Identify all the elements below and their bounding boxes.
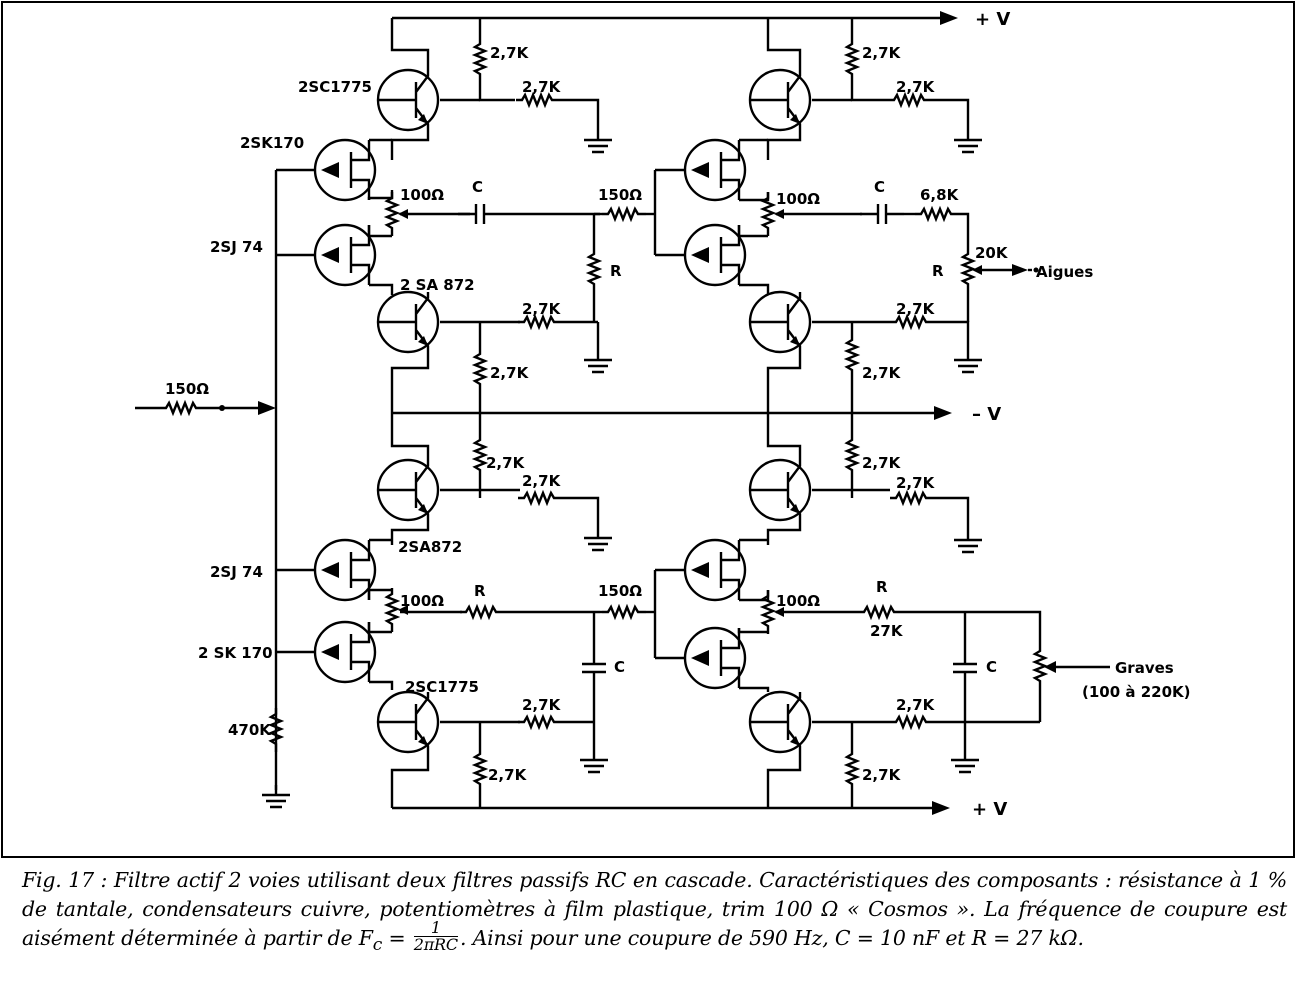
svg-text:27K: 27K [870,622,904,640]
svg-text:2,7K: 2,7K [488,766,528,784]
rail-top: + V [392,9,1010,30]
svg-text:R: R [876,578,888,596]
svg-text:2 SA 872: 2 SA 872 [400,276,475,294]
svg-text:2,7K: 2,7K [896,696,936,714]
transistor-q8b [748,690,812,754]
svg-text:R: R [932,262,944,280]
svg-text:100Ω: 100Ω [400,186,444,204]
svg-text:100Ω: 100Ω [400,592,444,610]
svg-text:2 SK 170: 2 SK 170 [198,644,273,662]
svg-text:2,7K: 2,7K [896,474,936,492]
svg-text:2,7K: 2,7K [896,300,936,318]
svg-text:2,7K: 2,7K [862,364,902,382]
transistor-q2: 2SK170 [240,134,377,202]
svg-text:Aigues: Aigues [1036,263,1093,281]
svg-text:2,7K: 2,7K [522,696,562,714]
svg-text:150Ω: 150Ω [165,380,209,398]
svg-text:2SA872: 2SA872 [398,538,462,556]
transistor-q6b [683,538,747,602]
transistor-q6: 2SJ 74 [210,538,377,602]
svg-text:2,7K: 2,7K [862,44,902,62]
svg-text:2,7K: 2,7K [522,300,562,318]
fraction-denominator: 2πRC [413,935,458,954]
frame-border [1,1,1295,858]
transistor-q3b [683,223,747,287]
svg-text:2SJ 74: 2SJ 74 [210,563,263,581]
transistor-q5: 2SA872 [376,458,462,556]
svg-text:470K: 470K [228,721,272,739]
transistor-q4b [748,290,812,354]
svg-text:100Ω: 100Ω [776,190,820,208]
svg-text:2SK170: 2SK170 [240,134,304,152]
transistor-q3: 2SJ 74 [210,223,377,287]
svg-text:(100 à 220K): (100 à 220K) [1082,683,1191,701]
transistor-q1: 2SC1775 [298,68,440,132]
svg-text:R: R [474,582,486,600]
transistor-q8: 2SC1775 [376,678,479,754]
stage-top-right: 2,7K 2,7K 100Ω 2,7K 2,7K C 6,8K [653,18,1093,413]
transistor-q2b [683,138,747,202]
transistor-q5b [748,458,812,522]
stage-bottom-right: 2,7K 2,7K 100Ω R 27K C Graves (100 à 220… [653,413,1191,808]
svg-text:2SC1775: 2SC1775 [298,78,372,96]
transistor-q7: 2 SK 170 [198,620,377,684]
transistor-q7b [683,626,747,690]
rail-bottom: + V [392,799,1007,820]
caption-equals: = [382,926,412,950]
transistor-q1b [748,68,812,132]
svg-text:2,7K: 2,7K [490,364,530,382]
svg-text:2,7K: 2,7K [862,454,902,472]
svg-text:C: C [614,658,625,676]
svg-text:150Ω: 150Ω [598,186,642,204]
caption-fc-subscript: c [372,935,383,956]
svg-text:150Ω: 150Ω [598,582,642,600]
svg-text:C: C [986,658,997,676]
svg-text:6,8K: 6,8K [920,186,960,204]
svg-text:2,7K: 2,7K [486,454,526,472]
stage-top-left: 2SC1775 2,7K 2,7K 2SK170 100Ω 2SJ 74 [210,18,655,413]
svg-text:100Ω: 100Ω [776,592,820,610]
svg-text:2,7K: 2,7K [522,472,562,490]
input-section: 150Ω 470K [135,168,315,809]
figure-caption: Fig. 17 : Filtre actif 2 voies utilisant… [22,866,1287,960]
caption-text-1: Fig. 17 : Filtre actif 2 voies utilisant… [22,868,1287,950]
svg-text:+ V: + V [972,799,1007,820]
svg-text:R: R [610,262,622,280]
transistor-q4: 2 SA 872 [376,276,475,354]
rail-mid: – V [392,404,1001,425]
svg-text:– V: – V [972,404,1001,425]
svg-text:20K: 20K [975,244,1009,262]
fraction-numerator: 1 [413,920,458,937]
stage-bottom-left: 2SA872 2,7K 2,7K 2SJ 74 100Ω R C 150Ω [198,413,655,808]
svg-text:2,7K: 2,7K [522,78,562,96]
svg-text:2SC1775: 2SC1775 [405,678,479,696]
svg-text:Graves: Graves [1115,659,1174,677]
svg-text:2SJ 74: 2SJ 74 [210,238,263,256]
svg-text:C: C [874,178,885,196]
svg-text:2,7K: 2,7K [862,766,902,784]
svg-text:2,7K: 2,7K [896,78,936,96]
svg-text:+ V: + V [975,9,1010,30]
svg-text:C: C [472,178,483,196]
svg-text:2,7K: 2,7K [490,44,530,62]
caption-text-2: . Ainsi pour une coupure de 590 Hz, C = … [459,926,1084,950]
